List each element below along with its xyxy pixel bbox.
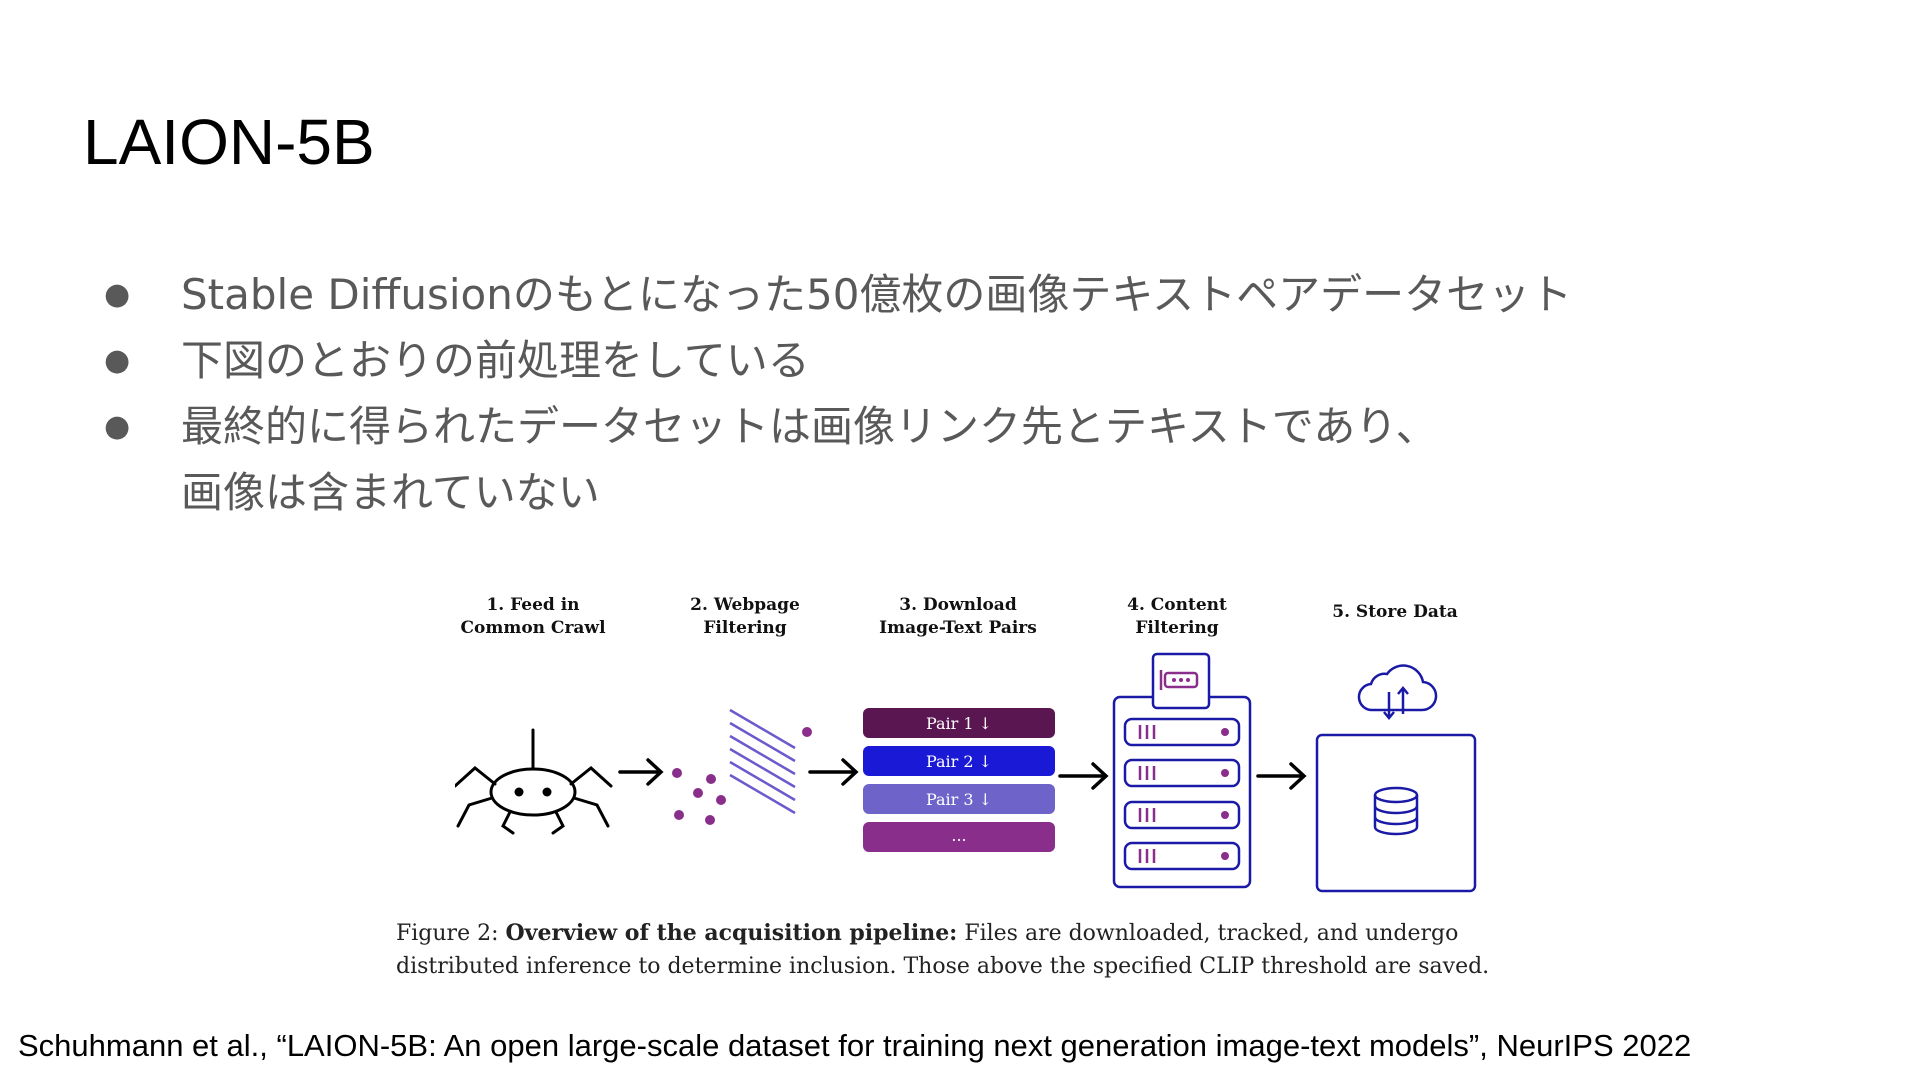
- step-4-subtitle: Filtering: [1135, 618, 1218, 638]
- pair-label: Pair 1 ↓: [926, 714, 992, 733]
- bullet-dot-icon: ●: [104, 277, 131, 312]
- pairs-list-icon: Pair 1 ↓ Pair 2 ↓ Pair 3 ↓ ...: [863, 708, 1055, 852]
- citation: Schuhmann et al., “LAION-5B: An open lar…: [18, 1028, 1692, 1063]
- pair-bar: [863, 784, 1055, 814]
- bullet-text-continued: 画像は含まれていない: [181, 468, 600, 517]
- bullet-text: 最終的に得られたデータセットは画像リンク先とテキストであり、: [181, 402, 1438, 451]
- pair-label: Pair 3 ↓: [926, 790, 992, 809]
- pipeline-figure: 1. Feed in Common Crawl 2. Webpage Filte…: [453, 590, 1595, 900]
- arrow-right-icon: [1058, 762, 1109, 790]
- server-unit: [1123, 800, 1241, 830]
- pair-label: Pair 2 ↓: [926, 752, 992, 771]
- arrow-right-icon: [618, 758, 664, 786]
- bullet-dot-icon: ●: [104, 409, 131, 444]
- bullet-item: ● 下図のとおりの前処理をしている: [104, 328, 1572, 394]
- step-2-subtitle: Filtering: [703, 618, 786, 638]
- step-2-title: 2. Webpage: [690, 595, 800, 615]
- caption-label: Figure 2:: [396, 921, 499, 946]
- caption-bold: Overview of the acquisition pipeline:: [505, 920, 958, 946]
- cloud-icon: [1357, 664, 1438, 712]
- storage-box: [1315, 733, 1477, 893]
- pair-bar: [863, 822, 1055, 852]
- bullet-item: ● Stable Diffusionのもとになった50億枚の画像テキストペアデー…: [104, 262, 1572, 328]
- step-4-title: 4. Content: [1127, 595, 1227, 615]
- pipeline-diagram: 1. Feed in Common Crawl 2. Webpage Filte…: [453, 595, 1477, 893]
- pair-bar: [863, 708, 1055, 738]
- bullet-item: ● 最終的に得られたデータセットは画像リンク先とテキストであり、 画像は含まれて…: [104, 394, 1572, 526]
- server-rack-icon: [1112, 652, 1252, 889]
- server-unit: [1123, 717, 1241, 747]
- slide-title: LAION-5B: [83, 106, 375, 178]
- bullet-text: 下図のとおりの前処理をしている: [181, 336, 810, 385]
- caption-text: Files are downloaded, tracked, and under…: [396, 921, 1490, 979]
- pair-label: ...: [951, 826, 966, 845]
- bullet-list: ● Stable Diffusionのもとになった50億枚の画像テキストペアデー…: [104, 262, 1572, 526]
- step-1-subtitle: Common Crawl: [460, 618, 606, 638]
- step-1-title: 1. Feed in: [486, 595, 579, 615]
- step-3-title: 3. Download: [899, 595, 1017, 615]
- step-3-subtitle: Image-Text Pairs: [879, 618, 1037, 638]
- server-unit: [1123, 841, 1241, 871]
- bullet-dot-icon: ●: [104, 343, 131, 378]
- database-icon: [1373, 786, 1419, 836]
- filter-lines-icon: [672, 708, 812, 825]
- arrow-right-icon: [1256, 762, 1307, 790]
- spider-icon: [453, 728, 613, 835]
- step-5-title: 5. Store Data: [1332, 602, 1457, 622]
- arrow-right-icon: [808, 758, 859, 786]
- figure-caption: Figure 2: Overview of the acquisition pi…: [396, 917, 1556, 983]
- server-unit: [1123, 758, 1241, 788]
- cloud-database-icon: [1315, 664, 1477, 893]
- pair-bar: [863, 746, 1055, 776]
- bullet-text: Stable Diffusionのもとになった50億枚の画像テキストペアデータセ…: [181, 270, 1573, 319]
